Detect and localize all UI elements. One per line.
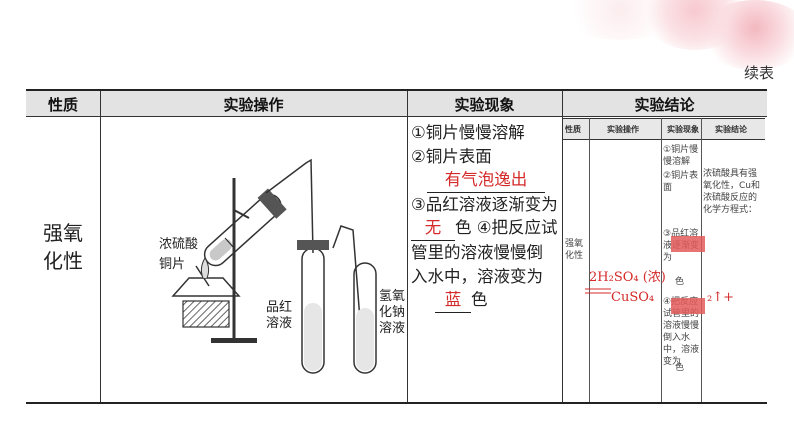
mini-header	[563, 118, 765, 140]
conclusion-panel: 性质 实验操作 实验现象 实验结论 强氧化性 ①铜片慢慢溶解 ②铜片表面 ③品红…	[563, 118, 765, 402]
phenomenon-4-tail: 色	[471, 290, 488, 310]
column-divider	[407, 91, 408, 402]
table-header-row	[26, 91, 767, 117]
property-cell: 强氧化性	[26, 219, 100, 275]
phenomenon-cell: ①铜片慢慢溶解 ②铜片表面 有气泡逸出 ③品红溶液逐渐变为无色 ④把反应试管里的…	[411, 121, 559, 313]
delivery-tube	[265, 158, 314, 254]
mini-h3: 实验现象	[667, 125, 699, 134]
equation-part-1: 2H₂SO₄ (浓)	[589, 270, 666, 285]
table-caption: 续表	[743, 64, 774, 82]
answer-blank-1: 有气泡逸出	[427, 168, 545, 193]
equation-heat-sign	[585, 288, 611, 294]
mini-h4: 实验结论	[715, 125, 747, 134]
label-copper: 铜片	[159, 257, 185, 272]
naoh-liquid	[356, 308, 374, 371]
label-acid: 浓硫酸	[159, 237, 198, 252]
mini-ph4: 色	[675, 277, 685, 287]
mini-ph1: ①铜片慢慢溶解	[663, 145, 699, 167]
mini-prop: 强氧化性	[565, 239, 584, 261]
delivery-tube	[332, 225, 364, 359]
burner	[171, 277, 241, 297]
phenomenon-1: ①铜片慢慢溶解	[411, 123, 525, 142]
pinkdye-liquid	[304, 303, 322, 371]
label-pinkdye: 品红溶液	[266, 299, 292, 331]
experiment-table: 性质 实验操作 实验现象 实验结论 强氧化性	[26, 89, 767, 404]
stand-base	[211, 338, 257, 343]
equation-part-2: CuSO₄	[611, 290, 655, 305]
label-naoh: 氢氧化钠溶液	[379, 289, 405, 336]
answer-stamp	[671, 236, 705, 252]
equation-part-3: ₂↑+	[707, 290, 734, 305]
mini-ph6: 色	[675, 363, 685, 373]
phenomenon-3: ③品红溶液逐渐变为	[411, 194, 558, 214]
answer-blank-3: 蓝	[435, 288, 471, 313]
reaction-tube	[203, 188, 287, 267]
phenomenon-2: ②铜片表面	[411, 146, 492, 166]
column-divider	[562, 91, 563, 402]
mini-ph2: ②铜片表面	[663, 171, 699, 193]
mini-h2: 实验操作	[607, 125, 639, 134]
mini-divider	[661, 118, 662, 402]
column-divider	[100, 91, 101, 402]
header-operation: 实验操作	[223, 95, 284, 114]
naoh-tube	[353, 262, 377, 374]
clamp	[233, 209, 250, 219]
answer-blank-2: 无	[411, 216, 455, 241]
mini-divider	[589, 118, 590, 402]
apparatus-diagram: 浓硫酸 铜片 品红溶液 氢氧化钠溶液	[159, 158, 405, 374]
header-conclusion: 实验结论	[634, 95, 695, 114]
phenomenon-4: ④把反应试管里的溶液慢慢倒入水中，溶液变为	[411, 218, 558, 286]
header-property: 性质	[47, 95, 78, 114]
mini-divider	[701, 118, 702, 402]
decor-flower	[700, 0, 794, 70]
stopper	[297, 240, 329, 250]
answer-stamp	[671, 298, 705, 314]
phenomenon-3-tail: 色	[455, 218, 472, 238]
flame	[200, 257, 210, 279]
property-text: 强氧化性	[43, 221, 83, 273]
header-phenomenon: 实验现象	[454, 95, 515, 114]
mini-h1: 性质	[565, 125, 581, 134]
mini-conclusion: 浓硫酸具有强氧化性，Cu和浓硫酸反应的化学方程式：	[703, 169, 760, 215]
burner-base	[182, 300, 230, 328]
